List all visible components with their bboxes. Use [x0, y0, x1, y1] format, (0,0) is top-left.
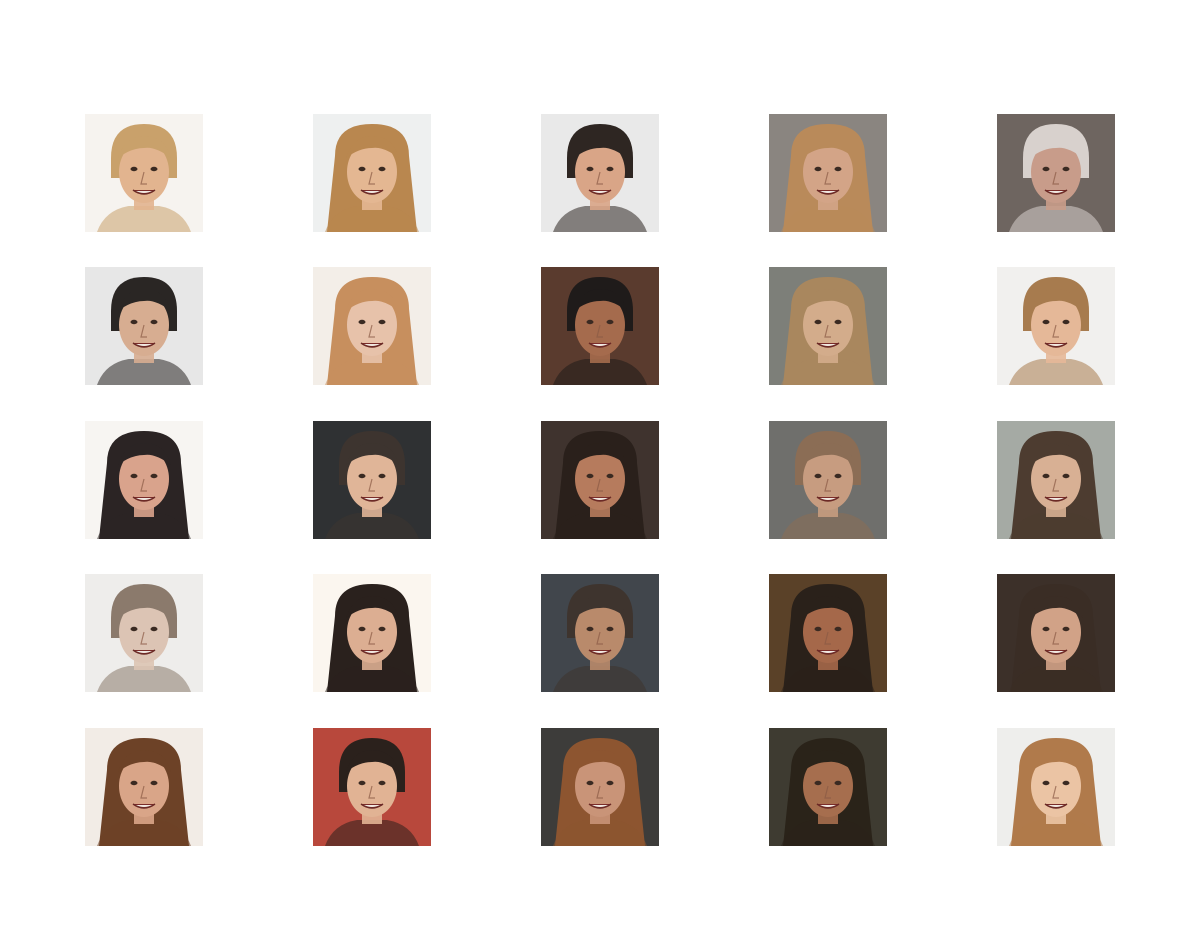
face-tile	[541, 267, 659, 385]
face-tile	[997, 421, 1115, 539]
face-image	[997, 574, 1115, 692]
face-image	[85, 421, 203, 539]
face-image	[997, 421, 1115, 539]
face-tile	[85, 114, 203, 232]
face-tile	[769, 267, 887, 385]
face-image	[313, 421, 431, 539]
face-tile	[541, 574, 659, 692]
face-tile	[769, 574, 887, 692]
face-image	[769, 728, 887, 846]
face-tile	[85, 574, 203, 692]
face-tile	[313, 728, 431, 846]
face-tile	[313, 574, 431, 692]
face-tile	[85, 728, 203, 846]
face-tile	[313, 267, 431, 385]
face-image	[541, 574, 659, 692]
face-image	[313, 574, 431, 692]
face-image	[313, 728, 431, 846]
face-tile	[997, 574, 1115, 692]
face-image	[541, 114, 659, 232]
face-tile	[541, 421, 659, 539]
face-image	[85, 728, 203, 846]
face-tile	[769, 114, 887, 232]
face-image	[769, 114, 887, 232]
face-image	[997, 267, 1115, 385]
face-tile	[541, 728, 659, 846]
face-image	[769, 574, 887, 692]
face-tile	[769, 728, 887, 846]
face-image	[313, 267, 431, 385]
face-image	[541, 421, 659, 539]
face-tile	[769, 421, 887, 539]
face-image	[997, 728, 1115, 846]
face-tile	[85, 421, 203, 539]
face-tile	[997, 728, 1115, 846]
face-image	[541, 728, 659, 846]
face-image	[85, 114, 203, 232]
face-tile	[997, 267, 1115, 385]
face-tile	[313, 421, 431, 539]
face-tile	[313, 114, 431, 232]
face-image	[541, 267, 659, 385]
face-tile	[85, 267, 203, 385]
face-tile	[997, 114, 1115, 232]
face-image	[769, 421, 887, 539]
face-image	[85, 267, 203, 385]
face-tile	[541, 114, 659, 232]
face-image	[997, 114, 1115, 232]
face-image	[313, 114, 431, 232]
face-image	[769, 267, 887, 385]
face-image	[85, 574, 203, 692]
